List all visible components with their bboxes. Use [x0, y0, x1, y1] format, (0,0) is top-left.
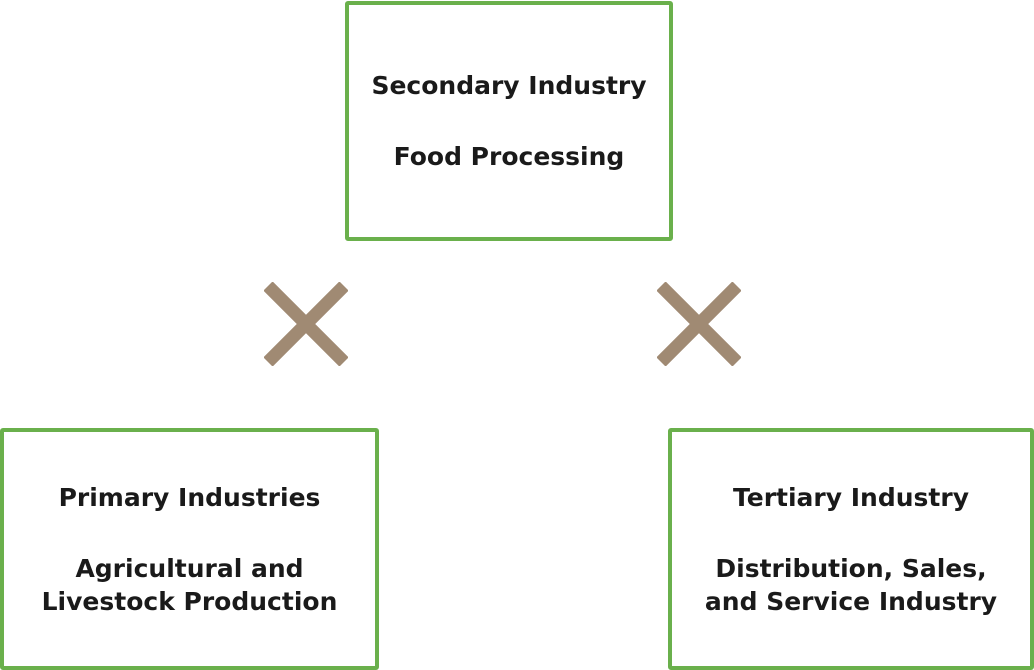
tertiary-subtitle-line1: Distribution, Sales, — [715, 553, 987, 583]
tertiary-title: Tertiary Industry — [733, 482, 969, 512]
secondary-industry-box: Secondary Industry Food Processing — [345, 1, 673, 241]
primary-subtitle-line1: Agricultural and — [75, 553, 304, 583]
tertiary-industry-box: Tertiary Industry Distribution, Sales, a… — [668, 428, 1034, 670]
primary-title: Primary Industries — [58, 482, 321, 512]
tertiary-subtitle-line2: and Service Industry — [704, 586, 998, 616]
secondary-subtitle: Food Processing — [393, 142, 625, 171]
multiply-icon-right — [657, 282, 741, 366]
multiply-icon-left — [264, 282, 348, 366]
primary-subtitle-line2: Livestock Production — [41, 586, 338, 616]
primary-industries-box: Primary Industries Agricultural and Live… — [0, 428, 379, 670]
secondary-title: Secondary Industry — [371, 71, 647, 100]
